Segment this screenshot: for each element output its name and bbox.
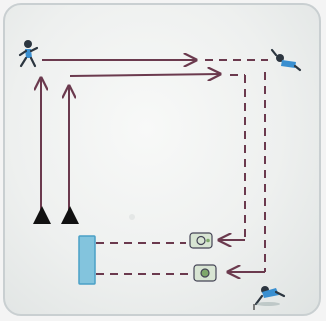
pillar-icon [79,236,95,284]
top-arrow-lower [70,74,220,76]
smudge-mark [129,214,135,220]
marker-triangle-icon [33,206,51,224]
target-cone-icon [190,233,212,248]
marker-triangle-icon [61,206,79,224]
target-cone-icon [194,265,216,281]
person-sliding-icon [256,286,284,306]
person-diving-icon [272,50,300,70]
person-running-icon [20,40,37,66]
